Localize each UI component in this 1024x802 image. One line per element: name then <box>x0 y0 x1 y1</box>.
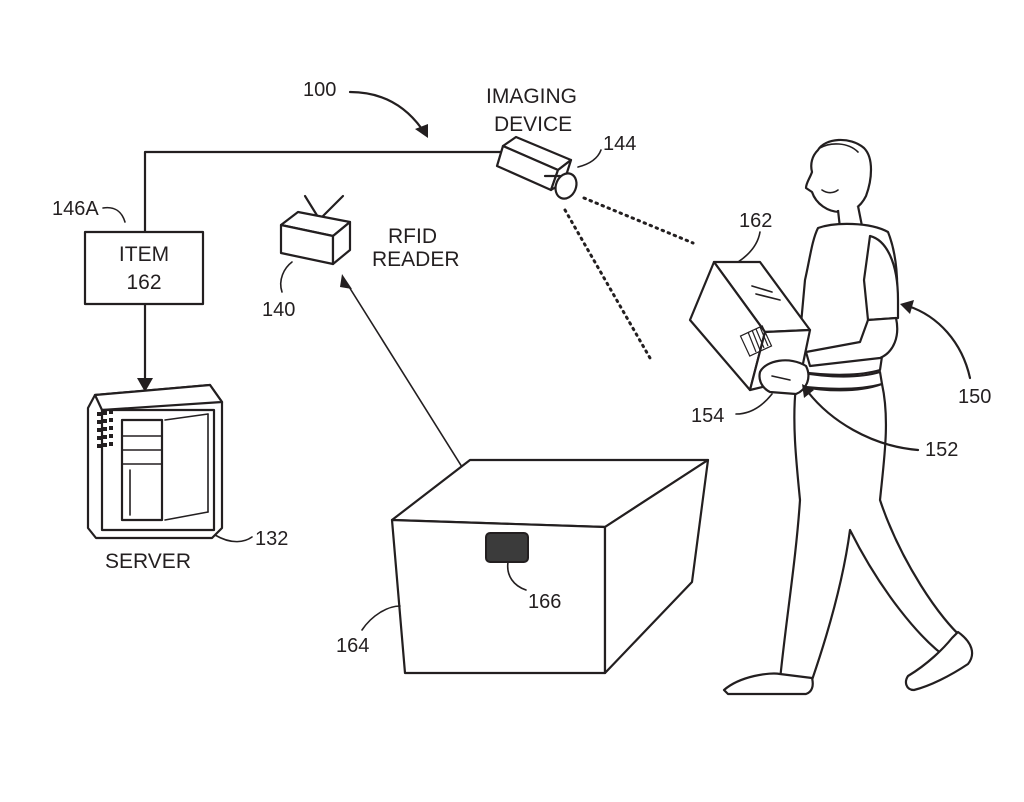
glove-ref: 154 <box>691 405 724 427</box>
person-ref: 150 <box>958 386 991 408</box>
rfid-link-arrowhead-top <box>340 274 352 289</box>
imaging-device-label-line1: IMAGING <box>486 85 577 108</box>
server-icon <box>88 385 222 538</box>
imaging-device-ref-leader <box>578 150 601 167</box>
rfid-reader-icon <box>281 196 350 264</box>
bin-ref: 164 <box>336 635 369 657</box>
item-box-ref: 146A <box>52 198 99 220</box>
person-ref-arrow <box>908 306 970 378</box>
item-box-label-line1: ITEM <box>119 243 169 266</box>
carried-item-ref-leader <box>738 232 760 262</box>
server-label: SERVER <box>105 550 191 573</box>
item-box-label-line2: 162 <box>126 271 161 294</box>
waist-device-ref: 152 <box>925 439 958 461</box>
imaging-device-ref: 144 <box>603 133 636 155</box>
person-ref-arrowhead <box>900 300 914 314</box>
glove-icon <box>759 360 808 394</box>
carried-item-ref: 162 <box>739 210 772 232</box>
rfid-tag-icon <box>486 533 528 562</box>
rfid-reader-ref-leader <box>281 262 292 292</box>
bin-icon <box>392 460 708 673</box>
server-ref: 132 <box>255 528 288 550</box>
system-ref-arrow <box>350 92 424 132</box>
rfid-reader-label-line1: RFID <box>388 225 437 248</box>
rfid-tag-ref: 166 <box>528 591 561 613</box>
camera-fov-lower <box>565 210 650 358</box>
imaging-device-label-line2: DEVICE <box>494 113 572 136</box>
system-ref-arrowhead <box>415 124 428 138</box>
glove-ref-leader <box>736 394 772 414</box>
rfid-reader-ref: 140 <box>262 299 295 321</box>
camera-icon <box>497 137 580 202</box>
server-ref-leader <box>215 535 252 542</box>
rfid-reader-label-line2: READER <box>372 248 460 271</box>
system-ref-100: 100 <box>303 79 336 101</box>
item-box-ref-leader <box>103 208 125 222</box>
bin-ref-leader <box>362 606 400 630</box>
camera-fov-upper <box>584 198 693 243</box>
